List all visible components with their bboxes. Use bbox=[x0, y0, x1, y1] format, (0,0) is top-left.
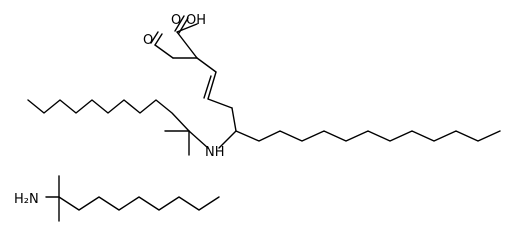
right-alkyl-chain bbox=[235, 130, 501, 142]
hydroxyl-bond bbox=[176, 23, 198, 33]
carbonyl-bond-a bbox=[174, 15, 185, 32]
ch-n-bond bbox=[218, 130, 237, 149]
aldehyde-bond-b bbox=[150, 31, 159, 44]
ch2-ch-bond bbox=[231, 107, 237, 132]
carboxyl-alpha-bond bbox=[176, 31, 198, 59]
amine-label: H₂N bbox=[14, 192, 39, 207]
secondary-amine-label: NH bbox=[205, 145, 225, 160]
upper-left-alkyl-chain bbox=[27, 99, 190, 132]
alpha-alkene-bond bbox=[196, 57, 217, 73]
carbonyl-oxygen-label: O bbox=[171, 13, 181, 28]
lower-amine-molecule bbox=[45, 175, 220, 222]
alkene-bond-a bbox=[207, 71, 217, 100]
hydroxyl-label: OH bbox=[186, 13, 206, 28]
amine-linkage bbox=[164, 130, 237, 156]
n-quaternary-bond bbox=[188, 130, 209, 149]
acid-aldehyde-head bbox=[150, 15, 237, 132]
aldehyde-oxygen-label: O bbox=[143, 33, 153, 48]
alkene-bond-b bbox=[203, 75, 212, 99]
lower-alkyl-chain bbox=[58, 196, 220, 211]
alkene-ch2-bond bbox=[207, 98, 233, 109]
aldehyde-bond-a bbox=[154, 33, 163, 46]
ch2-aldehyde-bond bbox=[154, 44, 174, 59]
